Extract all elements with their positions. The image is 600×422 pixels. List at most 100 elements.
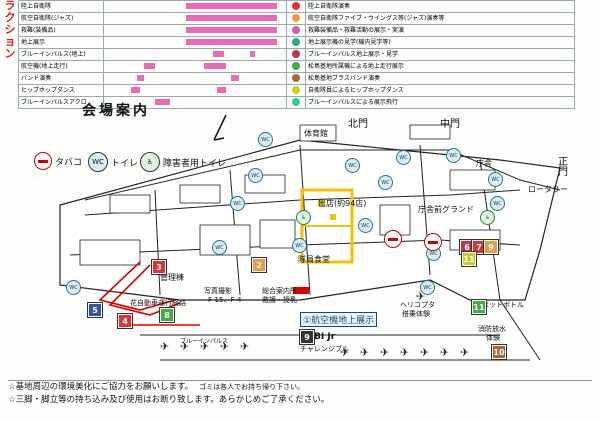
hangar-route-label: 花自動車運行経路 (130, 299, 186, 307)
accessible-toilet-icon: ♿ (296, 210, 311, 225)
bi-jr-label: BI Jr (314, 332, 336, 342)
schedule-row: 航空自衛隊(ジャズ)航空自衛隊ファイブ・ウイングス等(ジャズ)演奏等 (18, 12, 575, 25)
firetruck-label: 消防放水 (478, 325, 506, 333)
schedule-description: ブルーインパルスによる展示飛行 (305, 96, 575, 109)
aircraft-icon: ✈ (180, 340, 190, 353)
pet-label: ペットボトル (482, 301, 524, 309)
consult-label: 総合案内所 (262, 287, 297, 295)
event-marker: 5 (88, 303, 102, 317)
aircraft-icon: ✈ (420, 346, 430, 359)
schedule-side-title: ラクション (4, 0, 16, 60)
schedule-bar (131, 87, 141, 93)
ground-display-label: ①航空機地上展示 (300, 312, 378, 327)
event-marker: 11 (462, 252, 476, 266)
schedule-bar (154, 99, 170, 105)
schedule-bar (231, 75, 239, 81)
legend-wc: WC トイレ (88, 152, 138, 172)
aircraft-icon: ✈ (440, 346, 450, 359)
wc-icon: WC (378, 175, 393, 190)
schedule-row: ブルーインパルスアクロブルーインパルスによる展示飛行 (18, 96, 575, 109)
schedule-bar (185, 39, 277, 45)
dining-label: 隊員食堂 (298, 255, 330, 264)
schedule-section: ラクション 陸上自衛隊陸上自衛隊演奏航空自衛隊(ジャズ)航空自衛隊ファイブ・ウイ… (0, 0, 600, 109)
schedule-timeline (103, 96, 287, 109)
aircraft-icon: ✈ (200, 340, 210, 353)
legend-tobacco-label: タバコ (55, 157, 83, 168)
heli-label: ヘリコプタ (400, 301, 435, 309)
tobacco-icon (384, 230, 402, 248)
event-number-icon (292, 14, 300, 23)
event-marker: 10 (492, 345, 506, 359)
tobacco-icon (34, 152, 52, 170)
gym-label: 体育館 (304, 129, 328, 138)
wc-icon: WC (345, 158, 360, 173)
event-marker: 4 (118, 314, 132, 328)
legend-tobacco: タバコ (34, 152, 82, 170)
event-marker: 2 (252, 258, 266, 272)
wc-icon: WC (66, 280, 81, 295)
schedule-row: ブルーインパルス(地上)ブルーインパルス地上展示・見学 (18, 48, 575, 61)
event-number-icon (292, 74, 300, 83)
schedule-table: 陸上自衛隊陸上自衛隊演奏航空自衛隊(ジャズ)航空自衛隊ファイブ・ウイングス等(ジ… (18, 0, 575, 109)
event-number-icon (292, 2, 300, 11)
event-marker: 11 (472, 300, 486, 314)
map-title: 会場案内 (82, 103, 150, 119)
wc-icon: WC (230, 196, 245, 211)
schedule-bar (185, 3, 277, 9)
event-number-icon (292, 50, 300, 59)
aircraft-icon: ✈ (220, 340, 230, 353)
event-marker: 8 (160, 308, 174, 322)
heli2-label: 搭乗体験 (402, 310, 430, 318)
wc-icon: WC (88, 152, 108, 172)
aircraft-icon: ✈ (160, 340, 170, 353)
event-marker: 9 (300, 330, 314, 344)
schedule-row: ヒップホップダンス自衛隊員によるヒップホップダンス (18, 84, 575, 97)
event-number-icon (292, 86, 300, 95)
schedule-row: 地上展示地上展示機の見学(機内見学等) (18, 36, 575, 49)
wc-icon: WC (358, 218, 373, 233)
wc-icon: WC (490, 196, 505, 211)
event-marker: 9 (484, 240, 498, 254)
wc-icon: WC (420, 280, 435, 295)
blue-label: ブルーインパルス (180, 338, 229, 345)
aircraft-icon: ✈ (400, 346, 410, 359)
cafeteria-label: 庁舎 (476, 159, 492, 168)
schedule-bar (216, 87, 226, 93)
wc-icon: WC (248, 168, 263, 183)
schedule-bar (249, 51, 256, 57)
schedule-bar (204, 63, 226, 69)
consult2-label: 救護・授乳 (262, 296, 297, 304)
schedule-bar (136, 75, 145, 81)
schedule-bar (185, 27, 277, 33)
schedule-row: 航空機(地上走行)松島基地所属機による地上走行展示 (18, 60, 575, 73)
booths-label: 出店(約94店) (318, 199, 367, 208)
schedule-bar (144, 63, 155, 69)
hq-ground-label: 庁舎前グランド (418, 205, 474, 214)
main-gate-label: 正門 (558, 157, 568, 178)
event-number-icon (292, 38, 300, 47)
event-number-icon (292, 62, 300, 71)
event-number-icon (292, 98, 300, 107)
helicopter-icon: ✈ (416, 290, 426, 303)
schedule-row: 救難(装備品)救難装備品・救難活動の展示・実演 (18, 24, 575, 37)
north-arrow-icon (213, 114, 227, 141)
aircraft-icon: ✈ (340, 346, 350, 359)
wc-icon: WC (258, 132, 273, 147)
schedule-bar (185, 15, 277, 21)
mgmt-label: 管理棟 (160, 273, 184, 282)
wc-icon: WC (396, 150, 411, 165)
footer-line2: ☆三脚・脚立等の持ち込み及び使用はお断り致します。あらかじめご了承ください。 (8, 395, 330, 405)
photo-label: 写真撮影 (204, 287, 232, 295)
legend-wc-label: トイレ (111, 158, 139, 169)
aircraft-icon: ✈ (240, 340, 250, 353)
north-gate-label: 北門 (348, 119, 368, 130)
aircraft-icon: ✈ (380, 346, 390, 359)
rotary-label: ロータリー (528, 185, 568, 194)
wc-icon: WC (488, 172, 503, 187)
footer-notes: ☆基地周辺の環境美化にご協力をお願いします。ゴミは各人でお持ち帰り下さい。 ☆三… (8, 380, 592, 421)
aircraft-icon: ✈ (460, 346, 470, 359)
event-marker: 3 (152, 260, 166, 274)
photo-loc-label: F-15、F-4 (208, 296, 242, 304)
aircraft-icon: ✈ (360, 346, 370, 359)
footer-line1: ☆基地周辺の環境美化にご協力をお願いします。ゴミは各人でお持ち帰り下さい。 (8, 382, 305, 392)
